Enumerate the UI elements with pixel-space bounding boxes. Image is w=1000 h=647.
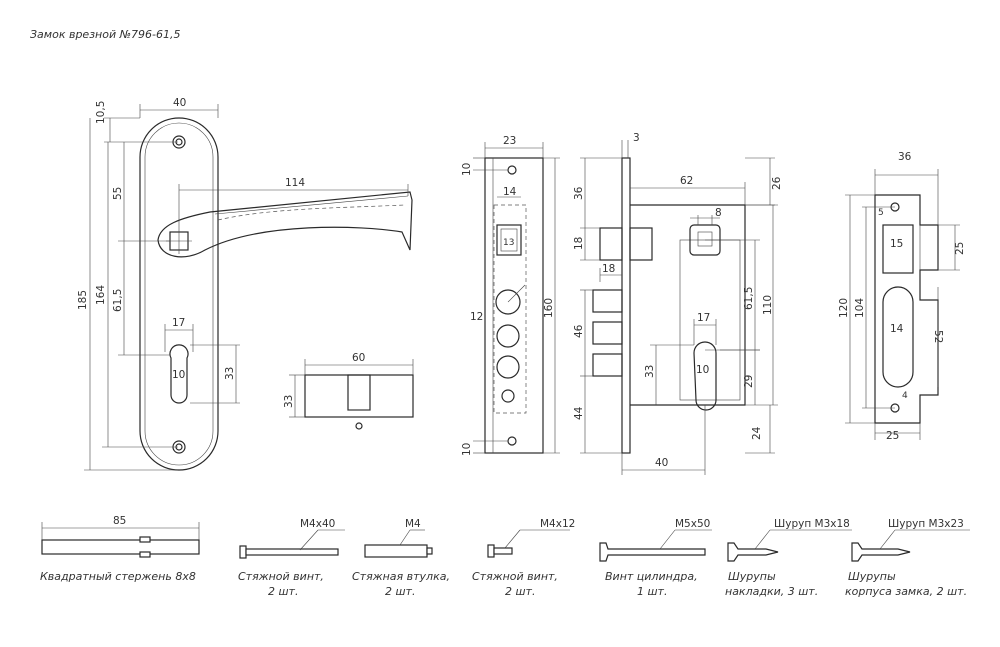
dim-body-46: 46: [573, 324, 585, 338]
dim-strike-120: 120: [838, 298, 850, 318]
dim-body-18b: 18: [602, 263, 615, 275]
dim-handle-top: 10,5: [95, 101, 107, 124]
part-screw23-label1: Шурупы: [848, 570, 896, 583]
part-screw-m3x18: Шуруп М3х18 Шурупы накладки, 3 шт.: [725, 518, 852, 598]
part-screw18-label1: Шурупы: [728, 570, 776, 583]
part-bolt40-size: М4х40: [300, 518, 335, 530]
dim-handle-55: 55: [112, 187, 124, 200]
dim-body-17: 17: [697, 312, 710, 324]
dim-cylinder-33: 33: [283, 395, 295, 408]
part-bolt40-label2: 2 шт.: [268, 585, 298, 598]
dim-handle-width: 40: [173, 97, 186, 109]
part-sleeve-label1: Стяжная втулка,: [352, 570, 450, 583]
dim-strike-15: 15: [890, 238, 903, 250]
dim-face-10-top: 10: [461, 163, 473, 176]
dim-handle-17: 17: [172, 317, 185, 329]
drawing-title: Замок врезной №796-61,5: [30, 28, 181, 41]
dim-strike-14: 14: [890, 323, 904, 335]
dim-handle-164: 164: [95, 285, 107, 305]
dim-handle-185: 185: [77, 290, 89, 310]
handle-view: 40 10,5 185 164 55 61,5 114 17 10 33: [77, 97, 413, 471]
dim-body-10: 10: [696, 364, 709, 376]
dim-body-3: 3: [633, 132, 640, 144]
cylinder-view: 60 33: [283, 352, 414, 430]
dim-strike-5: 5: [878, 208, 884, 218]
part-cylinder-screw: М5х50 Винт цилиндра, 1 шт.: [599, 518, 712, 598]
part-sleeve-m4: М4 Стяжная втулка, 2 шт.: [352, 518, 450, 598]
dim-strike-25b: 25: [886, 430, 899, 442]
dim-strike-104: 104: [854, 298, 866, 318]
dim-body-8: 8: [715, 207, 722, 219]
dim-face-23: 23: [503, 135, 516, 147]
dim-strike-4: 4: [902, 391, 908, 401]
part-bolt12-size: М4х12: [540, 518, 575, 530]
dim-body-24: 24: [751, 426, 763, 440]
dim-strike-52: 52: [932, 330, 944, 343]
part-cylscrew-label2: 1 шт.: [637, 585, 667, 598]
part-bolt-m4x40: М4х40 Стяжной винт, 2 шт.: [238, 518, 345, 598]
faceplate-view: 13 23 10 14 12 160 10: [461, 135, 560, 456]
dim-body-36: 36: [573, 186, 585, 200]
part-rod-size: 85: [113, 515, 126, 527]
dim-body-62: 62: [680, 175, 693, 187]
part-screw18-label2: накладки, 3 шт.: [725, 585, 818, 598]
part-bolt-m4x12: М4х12 Стяжной винт, 2 шт.: [472, 518, 575, 598]
dim-face-10-bottom: 10: [461, 443, 473, 456]
dim-body-44: 44: [573, 406, 585, 420]
part-screw23-label2: корпуса замка, 2 шт.: [845, 585, 967, 598]
dim-handle-10: 10: [172, 369, 185, 381]
part-screw23-size: Шуруп М3х23: [888, 518, 964, 530]
dim-handle-33: 33: [224, 367, 236, 380]
dim-strike-36: 36: [898, 151, 912, 163]
dim-face-160: 160: [543, 298, 555, 318]
strike-plate-view: 36 5 15 25 120 104 14 52 4 25: [838, 151, 966, 442]
part-sleeve-label2: 2 шт.: [385, 585, 415, 598]
dim-face-13: 13: [503, 238, 514, 248]
dim-body-29: 29: [743, 375, 755, 388]
part-bolt40-label1: Стяжной винт,: [238, 570, 324, 583]
part-screw18-size: Шуруп М3х18: [774, 518, 850, 530]
part-cylscrew-label1: Винт цилиндра,: [605, 570, 698, 583]
dim-body-26: 26: [771, 176, 783, 190]
dim-face-12: 12: [470, 311, 483, 323]
part-sleeve-size: М4: [405, 518, 421, 530]
dim-handle-615: 61,5: [112, 289, 124, 312]
dim-body-33: 33: [644, 365, 656, 378]
dim-body-615: 61,5: [743, 287, 755, 310]
lock-body-view: 3 62 26 36 8 18 18 61,5 110 46: [573, 132, 783, 475]
dim-body-110: 110: [762, 295, 774, 315]
dim-strike-25a: 25: [954, 242, 966, 255]
part-cylscrew-size: М5х50: [675, 518, 710, 530]
dim-body-40: 40: [655, 457, 668, 469]
dim-lever-114: 114: [285, 177, 305, 189]
dim-cylinder-60: 60: [352, 352, 365, 364]
part-screw-m3x23: Шуруп М3х23 Шурупы корпуса замка, 2 шт.: [845, 518, 970, 598]
part-bolt12-label2: 2 шт.: [505, 585, 535, 598]
part-square-rod: 85 Квадратный стержень 8х8: [40, 515, 200, 583]
part-bolt12-label1: Стяжной винт,: [472, 570, 558, 583]
dim-face-14: 14: [503, 186, 517, 198]
part-rod-label: Квадратный стержень 8х8: [40, 570, 196, 583]
dim-body-18a: 18: [573, 237, 585, 250]
